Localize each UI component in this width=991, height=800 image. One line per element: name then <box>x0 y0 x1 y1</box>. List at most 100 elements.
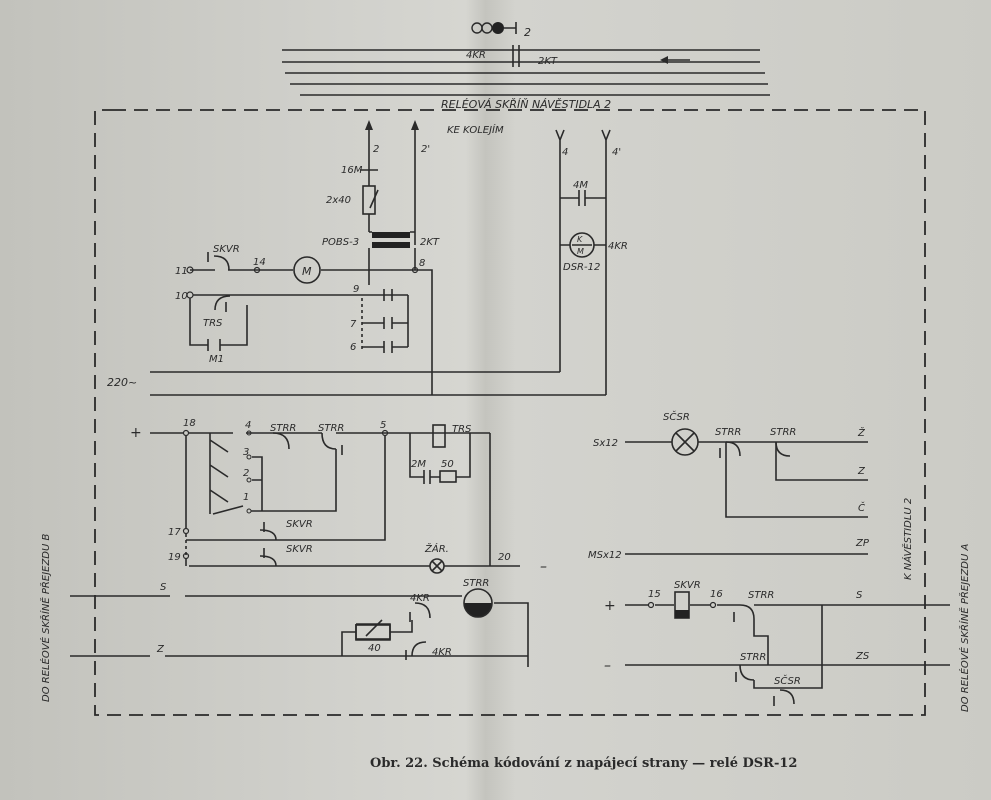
label-2kt-track: 2KT <box>538 56 558 67</box>
label-scsr-top: SČSR <box>663 410 690 423</box>
skvr-contact-17 <box>259 529 277 541</box>
label-sx12: Sx12 <box>593 438 618 449</box>
terminal-6: 6 <box>350 342 356 353</box>
cabinet-title: RELÉOVÁ SKŘÍŇ NÁVĚSTIDLA 2 <box>441 98 611 111</box>
label-scsr-bot: SČSR <box>774 674 801 687</box>
label-strr-a: STRR <box>270 423 296 434</box>
label-skvr-19: SKVR <box>286 544 313 555</box>
strr-contact-r2 <box>775 441 791 457</box>
label-4kr-b: 4KR <box>432 647 452 658</box>
motor-label: M <box>302 265 312 278</box>
terminal-15: 15 <box>648 589 661 600</box>
output-c: Č <box>858 501 865 514</box>
lead-2: 2 <box>373 144 379 155</box>
label-dsr12: DSR-12 <box>563 262 600 273</box>
label-zar: ŽÁR. <box>424 542 449 555</box>
strr-contact-r4 <box>739 664 755 681</box>
terminal-7: 7 <box>350 319 357 330</box>
strr-contact-b <box>321 432 337 450</box>
label-220v: 220~ <box>107 376 137 389</box>
label-40: 40 <box>368 643 381 654</box>
terminal-5: 5 <box>380 420 386 431</box>
label-16m: 16M <box>341 165 363 176</box>
label-2m: 2M <box>411 459 426 470</box>
kr4-contact-b <box>411 641 427 657</box>
minus-right: – <box>604 658 611 674</box>
output-z: Z <box>857 466 866 477</box>
skvr-contact-19 <box>259 555 277 567</box>
resistor-50 <box>439 470 457 483</box>
label-z-left: Z <box>156 644 165 655</box>
capacitor-bank <box>383 289 393 353</box>
label-trs-top: TRS <box>203 318 223 329</box>
terminal-18: 18 <box>183 418 196 429</box>
label-strr-r1: STRR <box>715 427 741 438</box>
output-zh: Ž <box>857 426 866 439</box>
line-sz-left: S Z 4KR STRR 40 4KR <box>70 578 529 667</box>
terminal-9: 9 <box>353 284 359 295</box>
plus-right: + <box>604 598 616 614</box>
track-area: 2 4KR 2KT <box>282 22 770 96</box>
label-2x40: 2x40 <box>326 195 351 206</box>
label-trs-mid: TRS <box>452 424 472 435</box>
label-skvr-right: SKVR <box>674 580 701 591</box>
insulated-joint <box>512 45 520 67</box>
label-4kr: 4KR <box>608 241 628 252</box>
lead-4-prime: 4' <box>612 147 621 158</box>
label-k-navestidlu: K NÁVĚSTIDLU 2 <box>901 498 914 580</box>
terminal-14: 14 <box>253 257 266 268</box>
contact-3: 3 <box>243 447 249 458</box>
lead-4: 4 <box>562 147 568 158</box>
label-left-side: DO RELÉOVÉ SKŘÍNĚ PŘEJEZDU B <box>39 533 52 702</box>
signal-circuit-right: SČSR Sx12 STRR STRR Ž Z Č K NÁVĚSTIDLU 2… <box>588 410 950 706</box>
relay-dsr12-group: 4 4' 4M K M 4KR DSR-12 <box>555 129 628 395</box>
label-skvr-top: SKVR <box>213 244 240 255</box>
label-pobs3: POBS-3 <box>322 237 359 248</box>
terminal-19: 19 <box>168 552 181 563</box>
contact-2: 2 <box>243 468 249 479</box>
terminal-11: 11 <box>175 266 188 277</box>
output-zs: ZS <box>855 651 870 662</box>
terminal-20: 20 <box>498 552 511 563</box>
cabinet-border <box>94 109 926 716</box>
label-right-side: DO RELÉOVÉ SKŘÍNĚ PŘEJEZDU A <box>958 543 971 712</box>
label-m1: M1 <box>209 354 224 365</box>
signal-number: 2 <box>524 26 531 39</box>
label-strr-r2: STRR <box>770 427 796 438</box>
skvr-contact-top <box>213 255 230 271</box>
terminal-17: 17 <box>168 527 181 538</box>
motor-circuit: SKVR 11 14 M 8 10 TRS M1 9 7 6 220~ <box>107 244 606 396</box>
label-msx12: MSx12 <box>588 550 622 561</box>
signal-lamp-2 <box>481 22 493 34</box>
label-4kr-track: 4KR <box>466 50 486 61</box>
label-strr-lamp: STRR <box>463 578 489 589</box>
label-ke-kolejim: KE KOLEJÍM <box>447 123 504 136</box>
lamp-zar <box>429 558 445 574</box>
strr-contact-r3 <box>739 604 755 620</box>
strr-contact-a <box>272 432 290 450</box>
transformer-core-a <box>372 232 410 238</box>
relay-km-k: K <box>577 235 583 244</box>
trs-contact-top <box>214 295 231 311</box>
lamp-scsr <box>671 428 699 456</box>
label-50: 50 <box>441 459 454 470</box>
capacitor-m1 <box>207 339 221 351</box>
strr-contact-r1 <box>725 441 741 457</box>
label-2kt: 2KT <box>420 237 440 248</box>
output-s: S <box>856 590 863 601</box>
minus-mid: – <box>540 559 547 575</box>
label-strr-r4: STRR <box>740 652 766 663</box>
relay-km-symbol <box>569 232 595 258</box>
contact-1: 1 <box>243 492 249 503</box>
resistor-40 <box>355 624 391 640</box>
scsr-contact-bot <box>779 689 795 705</box>
label-4m: 4M <box>573 180 588 191</box>
output-zp: ZP <box>855 538 870 549</box>
motor-symbol <box>293 256 321 284</box>
figure-caption: Obr. 22. Schéma kódování z napájecí stra… <box>370 756 797 771</box>
label-4kr-a: 4KR <box>410 593 430 604</box>
control-circuit: + 18 4 3 2 1 STRR STRR 5 TRS 2M 50 17 <box>130 418 547 575</box>
label-skvr-17: SKVR <box>286 519 313 530</box>
